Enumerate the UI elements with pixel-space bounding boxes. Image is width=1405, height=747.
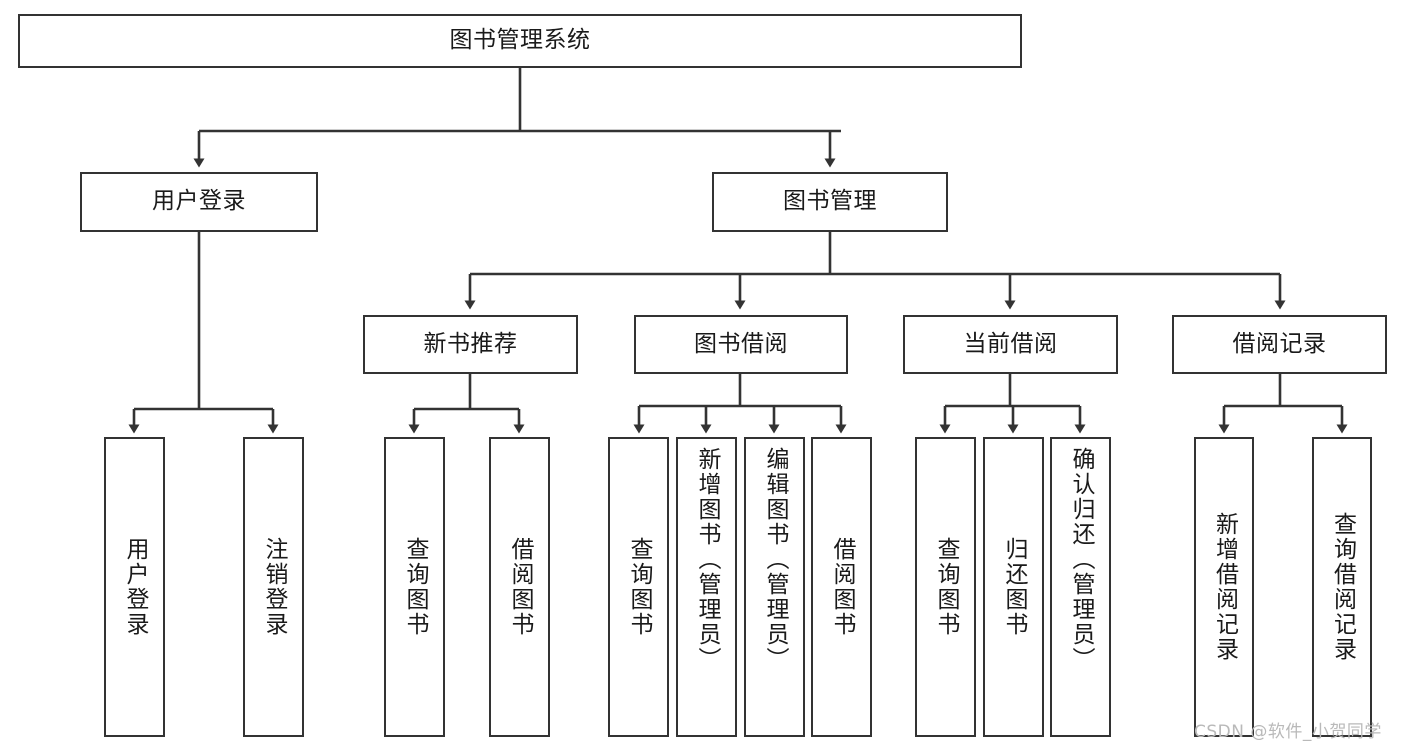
node-label: 确认归还（管理员）: [1068, 447, 1094, 672]
leaf-query-borrow-record[interactable]: 查询借阅记录: [1312, 437, 1372, 737]
edges-borrow-record: [1218, 374, 1348, 434]
edges-book-borrow: [633, 374, 847, 434]
node-user-login[interactable]: 用户登录: [80, 172, 318, 232]
node-label: 图书管理系统: [449, 27, 591, 54]
node-label: 当前借阅: [963, 330, 1058, 357]
leaf-edit-book-admin[interactable]: 编辑图书（管理员）: [744, 437, 805, 737]
edges-current-borrow: [939, 374, 1086, 434]
node-new-book-recommend[interactable]: 新书推荐: [363, 315, 578, 374]
edges-book-management: [464, 232, 1286, 310]
node-book-management[interactable]: 图书管理: [712, 172, 948, 232]
node-label: 图书借阅: [694, 330, 788, 357]
node-current-borrow[interactable]: 当前借阅: [903, 315, 1118, 374]
leaf-query-book-recommend[interactable]: 查询图书: [384, 437, 445, 737]
node-borrow-record[interactable]: 借阅记录: [1172, 315, 1387, 374]
leaf-user-login[interactable]: 用户登录: [104, 437, 165, 737]
leaf-borrow-book-borrow[interactable]: 借阅图书: [811, 437, 872, 737]
node-root-book-management-system[interactable]: 图书管理系统: [18, 14, 1022, 68]
node-label: 新书推荐: [423, 330, 518, 357]
node-label: 查询借阅记录: [1329, 512, 1356, 662]
leaf-add-borrow-record[interactable]: 新增借阅记录: [1194, 437, 1254, 737]
edges-root: [193, 68, 841, 168]
edges-user-login: [128, 232, 279, 434]
leaf-borrow-book-recommend[interactable]: 借阅图书: [489, 437, 550, 737]
node-label: 借阅图书: [829, 537, 855, 637]
node-label: 查询图书: [933, 537, 959, 637]
node-label: 注销登录: [261, 537, 287, 637]
leaf-query-book-borrow[interactable]: 查询图书: [608, 437, 669, 737]
leaf-query-book-current[interactable]: 查询图书: [915, 437, 976, 737]
node-label: 归还图书: [1001, 537, 1027, 637]
node-label: 查询图书: [402, 537, 428, 637]
leaf-logout-login[interactable]: 注销登录: [243, 437, 304, 737]
csdn-watermark: CSDN @软件_小贺同学: [1194, 722, 1382, 742]
node-label: 用户登录: [122, 537, 148, 637]
node-label: 用户登录: [152, 188, 246, 215]
node-label: 借阅图书: [507, 537, 533, 637]
leaf-confirm-return-admin[interactable]: 确认归还（管理员）: [1050, 437, 1111, 737]
node-label: 编辑图书（管理员）: [762, 447, 788, 672]
node-label: 借阅记录: [1232, 330, 1327, 357]
node-label: 图书管理: [783, 188, 877, 215]
leaf-add-book-admin[interactable]: 新增图书（管理员）: [676, 437, 737, 737]
node-label: 新增图书（管理员）: [694, 447, 720, 672]
edges-new-book-recommend: [408, 374, 525, 434]
node-book-borrow[interactable]: 图书借阅: [634, 315, 848, 374]
leaf-return-book[interactable]: 归还图书: [983, 437, 1044, 737]
node-label: 查询图书: [626, 537, 652, 637]
node-label: 新增借阅记录: [1211, 512, 1238, 662]
